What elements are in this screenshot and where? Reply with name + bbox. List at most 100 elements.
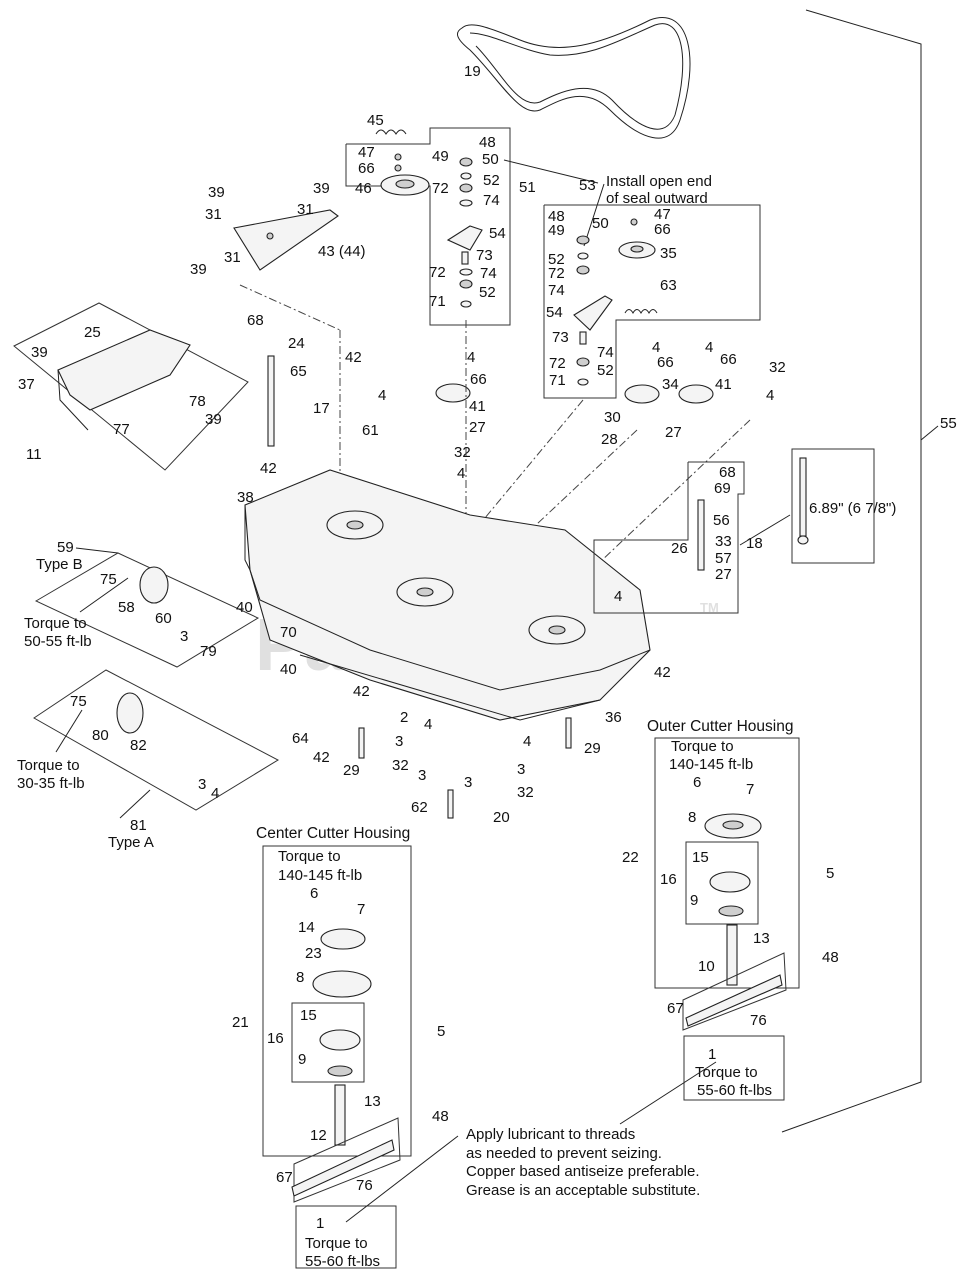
part-callout: 6 [693,774,701,791]
part-callout: 64 [292,730,309,747]
assembly-bracket-55 [781,9,922,1133]
idler-bushing-stack-51[interactable] [446,157,483,308]
part-callout: 71 [429,293,446,310]
torque-b-line-1: Torque to [24,615,87,632]
part-callout: 1 [316,1215,324,1232]
part-callout: 31 [297,201,314,218]
height-adjust-18-box [593,461,745,614]
pulley-41-right[interactable] [678,384,714,404]
discharge-chute-37[interactable] [57,329,191,411]
baffle-plate-43[interactable] [233,209,339,271]
part-callout: 41 [715,376,732,393]
part-callout: 8 [296,969,304,986]
part-callout: 69 [714,480,731,497]
part-callout: 65 [290,363,307,380]
spindle-housing-center[interactable] [319,1029,361,1051]
part-callout: 39 [205,411,222,428]
part-callout: 81 [130,817,147,834]
part-callout: 3 [180,628,188,645]
part-callout: 32 [454,444,471,461]
part-callout: 72 [548,265,565,282]
part-callout: 29 [584,740,601,757]
part-callout: 56 [713,512,730,529]
part-callout: 42 [353,683,370,700]
svg-text:Torque to: Torque to [695,1064,758,1081]
part-callout: 15 [692,849,709,866]
svg-text:140-145 ft-lb: 140-145 ft-lb [278,867,362,884]
part-callout: 36 [605,709,622,726]
pulley-41-left[interactable] [435,383,471,403]
part-callout: 82 [130,737,147,754]
outer-blade-box [682,952,787,1031]
blade-outer-67[interactable] [685,974,783,1027]
spindle-shaft-center[interactable] [334,1084,346,1146]
spindle-shaft-outer[interactable] [726,924,738,986]
watermark-trademark: TM [700,600,719,615]
part-callout: 49 [432,148,449,165]
part-callout: 3 [198,776,206,793]
part-callout: 67 [276,1169,293,1186]
part-callout: 2 [400,709,408,726]
part-callout: 27 [715,566,732,583]
wheel-80[interactable] [116,692,144,734]
belt[interactable] [457,17,691,139]
part-callout: 30 [604,409,621,426]
part-callout: 35 [660,245,677,262]
part-callout: 52 [597,362,614,379]
part-callout: 52 [548,251,565,268]
idler-assembly-53-parts[interactable] [573,218,658,386]
part-callout: 76 [356,1177,373,1194]
part-callout: 47 [654,206,671,223]
torque-b-line-2: 50-55 ft-lb [24,633,92,650]
part-callout: 74 [480,265,497,282]
part-callout: 10 [698,958,715,975]
part-callout: 39 [190,261,207,278]
part-callout: 20 [493,809,510,826]
part-callout: 3 [395,733,403,750]
rod-65[interactable] [267,355,275,447]
pulley-14[interactable] [320,928,366,950]
part-callout: 52 [479,284,496,301]
part-callout: 42 [345,349,362,366]
wheel-58[interactable] [139,566,169,604]
part-callout: 5 [826,865,834,882]
part-callout: 24 [288,335,305,352]
part-callout: 54 [546,304,563,321]
part-callout: 73 [552,329,569,346]
part-callout: 47 [358,144,375,161]
spring-45[interactable] [375,129,407,135]
pulley-34[interactable] [624,384,660,404]
part-callout: 40 [236,599,253,616]
part-callout: 74 [597,344,614,361]
part-callout: 66 [720,351,737,368]
rod-56[interactable] [697,499,705,571]
part-callout: 21 [232,1014,249,1031]
wheel-type-a-box [33,669,280,811]
part-callout: 48 [432,1108,449,1125]
spindle-housing-outer[interactable] [709,871,751,893]
part-callout: 39 [208,184,225,201]
mower-deck-shell-36[interactable] [244,469,651,721]
part-callout: 16 [660,871,677,888]
center-spindle-box [291,1002,365,1083]
part-callout: 76 [750,1012,767,1029]
part-callout: 4 [211,785,219,802]
svg-text:Torque to: Torque to [671,738,734,755]
blade-center-67[interactable] [291,1139,395,1197]
part-callout: 38 [237,489,254,506]
part-callout: 66 [358,160,375,177]
part-callout: 72 [549,355,566,372]
part-callout: 14 [298,919,315,936]
part-callout: 7 [357,901,365,918]
part-callout: 29 [343,762,360,779]
part-callout: 25 [84,324,101,341]
part-callout: 63 [660,277,677,294]
spindle-pulley-center[interactable] [312,970,372,998]
callout-45: 45 [367,112,384,129]
part-callout: 6 [310,885,318,902]
outer-blade-bolt-box [683,1035,785,1101]
part-callout: 4 [424,716,432,733]
part-callout: 34 [662,376,679,393]
part-callout: 72 [429,264,446,281]
seal-note-line-2: of seal outward [606,190,708,207]
